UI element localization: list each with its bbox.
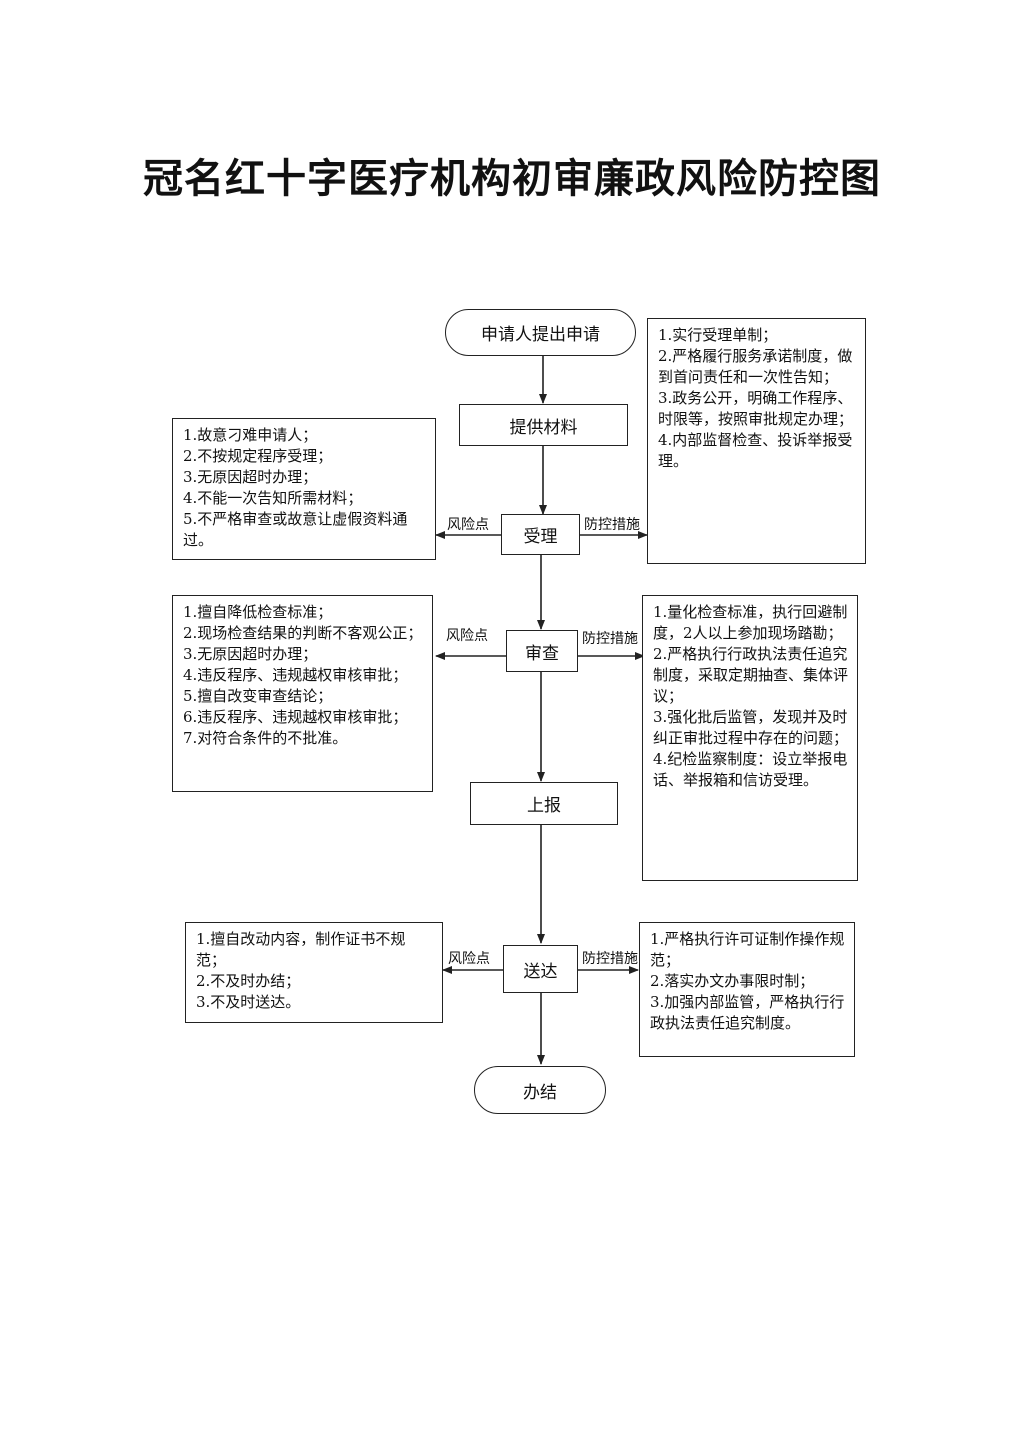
list-item: 1.擅自降低检查标准； (183, 603, 333, 621)
accept-risk-box: 1.故意刁难申请人； 2.不按规定程序受理； 3.无原因超时办理； 4.不能一次… (172, 418, 436, 560)
list-item: 4.内部监督检查、投诉举报受理。 (658, 431, 853, 470)
list-item: 5.擅自改变审查结论； (183, 687, 333, 705)
list-item: 3.无原因超时办理； (183, 645, 318, 663)
list-item: 1.实行受理单制； (658, 326, 778, 344)
list-item: 1.擅自改动内容，制作证书不规范； (196, 930, 406, 969)
list-item: 2.不及时办结； (196, 972, 301, 990)
list-item: 2.严格履行服务承诺制度，做到首问责任和一次性告知； (658, 347, 853, 386)
list-item: 2.落实办文办事限时制； (650, 972, 815, 990)
deliver-node: 送达 (503, 945, 578, 993)
list-item: 4.纪检监察制度：设立举报电话、举报箱和信访受理。 (653, 750, 848, 789)
list-item: 1.故意刁难申请人； (183, 426, 318, 444)
review-node: 审查 (506, 630, 578, 672)
review-risk-label: 风险点 (446, 628, 488, 644)
deliver-risk-label: 风险点 (448, 951, 490, 967)
list-item: 3.政务公开，明确工作程序、时限等，按照审批规定办理； (658, 389, 854, 428)
deliver-control-box: 1.严格执行许可证制作操作规范； 2.落实办文办事限时制； 3.加强内部监管，严… (639, 922, 855, 1057)
review-control-box: 1.量化检查标准，执行回避制度，2人以上参加现场踏勘； 2.严格执行行政执法责任… (642, 595, 858, 881)
report-node: 上报 (470, 782, 618, 825)
list-item: 3.不及时送达。 (196, 993, 301, 1011)
list-item: 3.无原因超时办理； (183, 468, 318, 486)
accept-control-label: 防控措施 (584, 517, 640, 533)
deliver-control-label: 防控措施 (582, 951, 638, 967)
page-title: 冠名红十字医疗机构初审廉政风险防控图 (143, 155, 881, 202)
list-item: 4.违反程序、违规越权审核审批； (183, 666, 408, 684)
list-item: 5.不严格审查或故意让虚假资料通过。 (183, 510, 408, 549)
list-item: 3.加强内部监管，严格执行行政执法责任追究制度。 (650, 993, 845, 1032)
list-item: 1.严格执行许可证制作操作规范； (650, 930, 845, 969)
list-item: 4.不能一次告知所需材料； (183, 489, 363, 507)
list-item: 3.强化批后监管，发现并及时纠正审批过程中存在的问题； (653, 708, 849, 747)
deliver-risk-box: 1.擅自改动内容，制作证书不规范； 2.不及时办结； 3.不及时送达。 (185, 922, 443, 1023)
list-item: 2.严格执行行政执法责任追究制度，采取定期抽查、集体评议； (653, 645, 849, 705)
accept-node: 受理 (501, 514, 580, 555)
list-item: 2.现场检查结果的判断不客观公正； (183, 624, 423, 642)
materials-node: 提供材料 (459, 404, 628, 446)
review-control-label: 防控措施 (582, 631, 638, 647)
start-node: 申请人提出申请 (445, 309, 636, 356)
review-risk-box: 1.擅自降低检查标准； 2.现场检查结果的判断不客观公正； 3.无原因超时办理；… (172, 595, 433, 792)
list-item: 1.量化检查标准，执行回避制度，2人以上参加现场踏勘； (653, 603, 848, 642)
list-item: 7.对符合条件的不批准。 (183, 729, 348, 747)
finish-node: 办结 (474, 1066, 606, 1114)
accept-risk-label: 风险点 (447, 517, 489, 533)
list-item: 2.不按规定程序受理； (183, 447, 333, 465)
list-item: 6.违反程序、违规越权审核审批； (183, 708, 408, 726)
accept-control-box: 1.实行受理单制； 2.严格履行服务承诺制度，做到首问责任和一次性告知； 3.政… (647, 318, 866, 564)
